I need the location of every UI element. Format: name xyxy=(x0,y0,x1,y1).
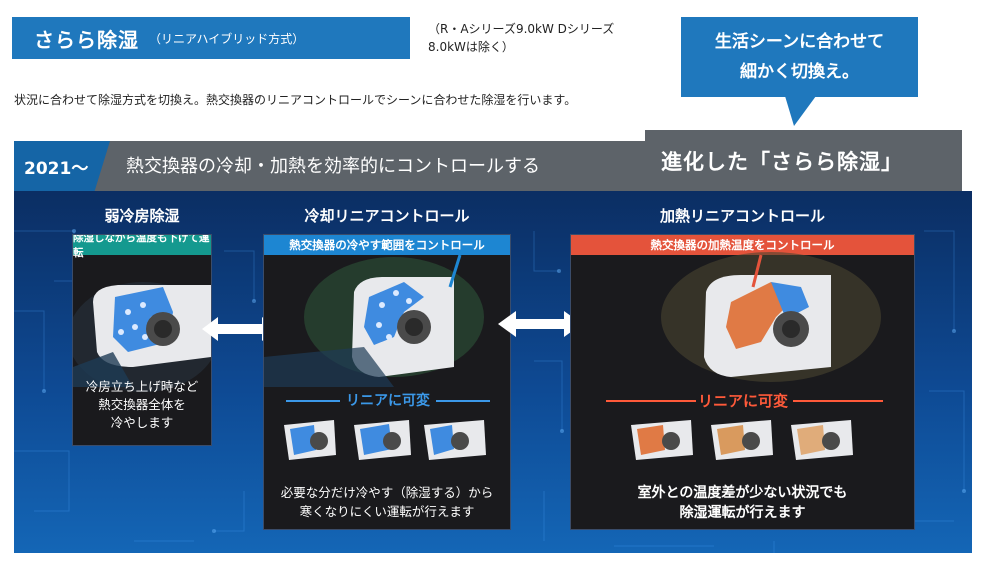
description-text: 状況に合わせて除湿方式を切換え。熱交換器のリニアコントロールでシーンに合わせた除… xyxy=(14,93,577,107)
weak-cool-line-2: 熱交換器全体を xyxy=(98,397,186,412)
heat-linear-line-1: 室外との温度差が少ない状況でも xyxy=(637,485,848,501)
page-subtitle: （リニアハイブリッド方式） xyxy=(149,31,305,46)
callout-tail xyxy=(785,96,816,126)
weak-cool-line-3: 冷やします xyxy=(110,415,174,430)
heat-linear-description: 室外との温度差が少ない状況でも 除湿運転が行えます xyxy=(571,483,914,523)
model-note: （R・Aシリーズ9.0kW Dシリーズ8.0kWは除く） xyxy=(428,22,615,54)
circuit-pattern xyxy=(14,229,966,553)
callout-line-2: 細かく切換え。 xyxy=(740,62,859,82)
cool-linear-line-left xyxy=(286,400,340,402)
feature-band-text: 熱交換器の冷却・加熱を効率的にコントロールする xyxy=(126,156,540,177)
heat-linear-label: 熱交換器の加熱温度をコントロール xyxy=(571,235,914,255)
cool-linear-line-2: 寒くなりにくい運転が行えます xyxy=(299,504,475,519)
cool-variation-images xyxy=(284,420,486,460)
callout-line-1: 生活シーンに合わせて xyxy=(714,32,885,52)
weak-cool-box: 除湿しながら温度も下げて運転 冷房立ち上げ時など 熱交換器全体を 冷やします xyxy=(72,234,212,446)
weak-cool-title: 弱冷房除湿 xyxy=(104,207,180,225)
cool-linear-box: 熱交換器の冷やす範囲をコントロール リニアに可変 必要な分だけ冷やす（除湿する）… xyxy=(263,234,511,530)
aircon-unit-image xyxy=(73,282,211,392)
heat-linear-title: 加熱リニアコントロール xyxy=(659,207,825,225)
cool-linear-title: 冷却リニアコントロール xyxy=(304,207,470,225)
year-tag: 2021～ xyxy=(14,141,110,191)
heat-linear-box: 熱交換器の加熱温度をコントロール リニアに可変 室外との温度差が少ない状況でも … xyxy=(570,234,915,530)
aircon-heat-image xyxy=(661,252,881,382)
cool-linear-line-1: 必要な分だけ冷やす（除湿する）から xyxy=(280,485,494,500)
weak-cool-description: 冷房立ち上げ時など 熱交換器全体を 冷やします xyxy=(73,378,211,432)
cool-linear-label: 熱交換器の冷やす範囲をコントロール xyxy=(264,235,510,255)
page-title: さらら除湿 xyxy=(34,27,139,52)
cool-linear-description: 必要な分だけ冷やす（除湿する）から 寒くなりにくい運転が行えます xyxy=(264,483,510,521)
weak-cool-label: 除湿しながら温度も下げて運転 xyxy=(73,234,211,259)
feature-tab: 進化した「さらら除湿」 xyxy=(645,130,962,191)
cool-linear-line-right xyxy=(436,400,490,402)
title-banner: さらら除湿 （リニアハイブリッド方式） xyxy=(12,17,410,59)
double-arrow-icon xyxy=(202,317,278,341)
double-arrow-icon-2 xyxy=(498,311,582,337)
callout-bubble: 生活シーンに合わせて 細かく切換え。 xyxy=(681,17,918,97)
heat-linear-variable: リニアに可変 xyxy=(697,392,788,410)
heat-linear-line-left xyxy=(606,400,696,402)
cool-linear-variable: リニアに可変 xyxy=(346,393,430,409)
heat-linear-line-right xyxy=(793,400,883,402)
aircon-cool-image xyxy=(264,254,484,387)
heat-linear-line-2: 除湿運転が行えます xyxy=(679,505,806,521)
weak-cool-line-1: 冷房立ち上げ時など xyxy=(85,379,199,394)
heat-variation-images xyxy=(631,420,853,460)
